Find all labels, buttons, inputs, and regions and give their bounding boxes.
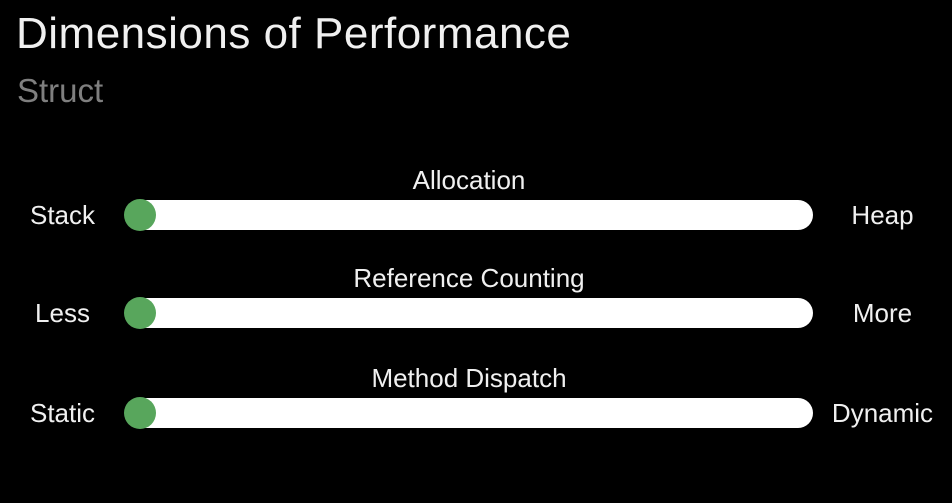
slider-title-allocation: Allocation [412,165,526,195]
slider-max-label: Dynamic [831,398,934,428]
slider-title-method-dispatch: Method Dispatch [371,363,567,393]
slider-track-allocation[interactable] [124,199,813,231]
slider-min-label: Less [35,298,90,328]
slider-track-method-dispatch[interactable] [124,397,813,429]
page-subtitle: Struct [17,72,104,109]
slider-max-label: More [852,298,913,328]
slider-min-label: Static [29,398,96,428]
slider-track-reference-counting[interactable] [124,297,813,329]
slider-row-allocation: Allocation Stack Heap [0,166,952,232]
slider-row-method-dispatch: Method Dispatch Static Dynamic [0,364,952,430]
page-title: Dimensions of Performance [16,9,572,58]
slider-title-reference-counting: Reference Counting [353,263,585,293]
slider-min-label: Stack [29,200,96,230]
slider-max-label: Heap [851,200,914,230]
slider-knob-reference-counting[interactable] [124,297,156,329]
slider-knob-allocation[interactable] [124,199,156,231]
slider-row-reference-counting: Reference Counting Less More [0,264,952,330]
slider-knob-method-dispatch[interactable] [124,397,156,429]
